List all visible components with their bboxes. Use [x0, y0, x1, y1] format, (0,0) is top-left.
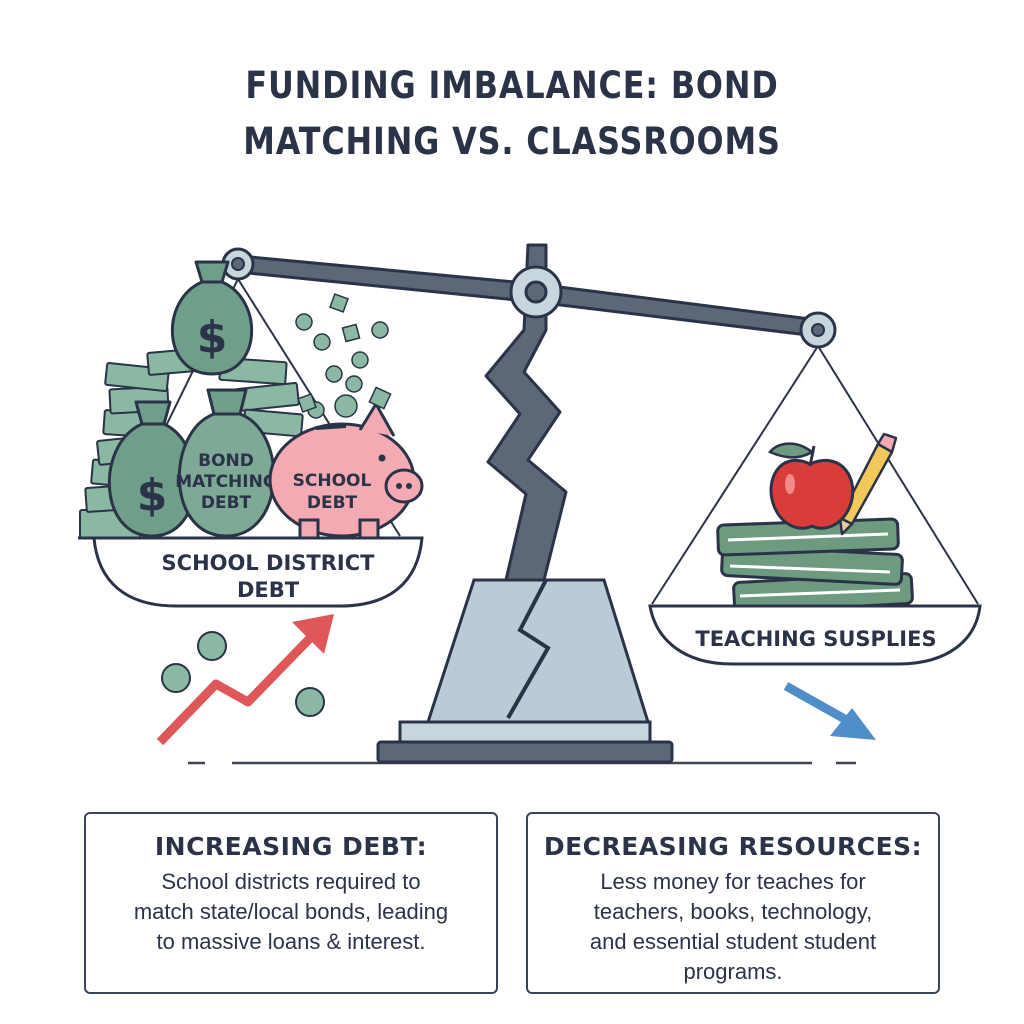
title-line-1: FUNDING IMBALANCE: BOND: [245, 64, 779, 107]
increasing-debt-heading: INCREASING DEBT:: [154, 832, 428, 861]
scale-beam: [221, 247, 837, 349]
piggy-label-line-2: DEBT: [307, 493, 358, 513]
decreasing-resources-text: Less money for teaches for teachers, boo…: [550, 867, 916, 987]
increasing-debt-box: INCREASING DEBT: School districts requir…: [84, 812, 498, 994]
title-line-2: MATCHING VS. CLASSROOMS: [243, 120, 781, 163]
decreasing-resources-line-4: programs.: [683, 959, 783, 984]
decreasing-resources-line-2: teachers, books, technology,: [593, 899, 873, 924]
page-title: FUNDING IMBALANCE: BOND MATCHING VS. CLA…: [72, 58, 953, 170]
left-scale-pan: SCHOOL DISTRICT DEBT: [78, 536, 424, 608]
apple-icon: [768, 442, 855, 530]
increasing-debt-line-1: School districts required to: [161, 869, 421, 894]
left-pan-label-line-2: DEBT: [237, 578, 300, 602]
increasing-debt-line-3: to massive loans & interest.: [156, 929, 426, 954]
bag-label-line-3: DEBT: [201, 493, 252, 513]
trend-down-arrow-icon: [783, 682, 876, 740]
money-bag-icon: BOND MATCHING DEBT: [175, 388, 277, 538]
decreasing-resources-line-3: and essential student student: [589, 929, 877, 954]
right-pan-label: TEACHING SUSPLIES: [695, 627, 936, 651]
bag-label-line-1: BOND: [198, 451, 254, 471]
bag-label-line-2: MATCHING: [175, 472, 277, 492]
bag-dollar-sign: $: [197, 312, 228, 363]
balance-scale-illustration: $ $ BOND MATCHING DEBT SCHOOL DEBT: [78, 243, 982, 765]
coin-icon: [161, 631, 325, 717]
money-bag-icon: $: [107, 400, 197, 538]
decreasing-resources-box: DECREASING RESOURCES: Less money for tea…: [526, 812, 940, 994]
bag-dollar-sign: $: [137, 470, 168, 521]
book-stack-icon: [716, 517, 914, 614]
money-bag-icon: $: [171, 260, 253, 376]
right-pan-strings: [651, 345, 979, 605]
piggy-bank-icon: SCHOOL DEBT: [268, 402, 424, 540]
decreasing-resources-line-1: Less money for teaches for: [600, 869, 866, 894]
increasing-debt-line-2: match state/local bonds, leading: [133, 899, 449, 924]
trend-up-arrow-icon: [156, 614, 334, 746]
falling-coins: [295, 293, 392, 419]
scale-base: [376, 578, 674, 764]
right-scale-pan: TEACHING SUSPLIES: [648, 604, 982, 666]
increasing-debt-text: School districts required to match state…: [108, 867, 474, 957]
left-pan-label-line-1: SCHOOL DISTRICT: [162, 551, 376, 575]
scale-column-cracked: [484, 243, 568, 582]
decreasing-resources-heading: DECREASING RESOURCES:: [543, 832, 923, 861]
piggy-label-line-1: SCHOOL: [293, 471, 372, 491]
pencil-icon: [838, 432, 898, 536]
